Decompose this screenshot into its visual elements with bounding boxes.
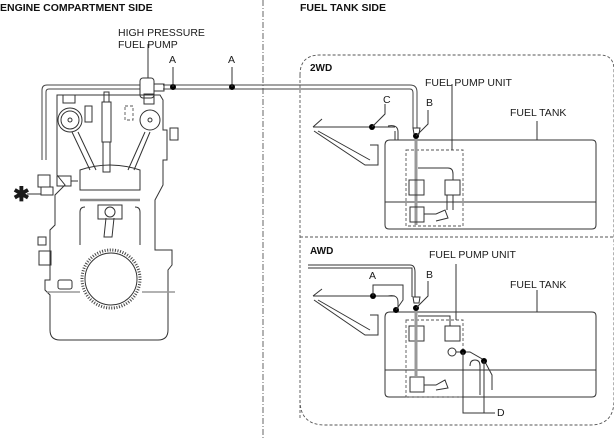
marker-a-awd: A — [369, 270, 377, 282]
engine-block — [27, 77, 179, 341]
panel-2wd-border — [299, 54, 614, 245]
fuel-tank-label-awd: FUEL TANK — [510, 279, 567, 291]
fuel-tank-side-header: FUEL TANK SIDE — [300, 2, 386, 14]
marker-b-2wd: B — [426, 97, 434, 109]
asterisk-marker: ✱ — [13, 184, 30, 206]
marker-c: C — [383, 94, 391, 106]
hp-pump-label-2: FUEL PUMP — [118, 39, 178, 51]
hp-pump-label-1: HIGH PRESSURE — [118, 27, 205, 39]
main-fuel-line — [41, 84, 418, 160]
marker-a1: A — [169, 54, 177, 66]
marker-a2: A — [228, 54, 236, 66]
fuel-pump-unit-label-2wd: FUEL PUMP UNIT — [425, 77, 512, 89]
engine-compartment-header: ENGINE COMPARTMENT SIDE — [0, 2, 153, 14]
fuel-tank-2wd — [312, 118, 597, 230]
fuel-tank-label-2wd: FUEL TANK — [510, 107, 567, 119]
fuel-pump-unit-label-awd: FUEL PUMP UNIT — [429, 249, 516, 261]
fuel-tank-awd — [308, 264, 597, 398]
panel-awd-title: AWD — [310, 246, 334, 257]
panel-2wd-title: 2WD — [310, 63, 333, 74]
marker-b-awd: B — [426, 269, 434, 281]
marker-d: D — [497, 407, 505, 419]
